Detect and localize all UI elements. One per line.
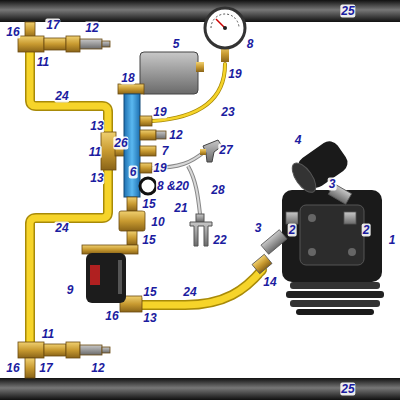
- callout-number: 7: [161, 145, 170, 158]
- callout-number: 13: [142, 312, 157, 325]
- main-pipe: [0, 378, 400, 400]
- callout-number: 19: [227, 68, 242, 81]
- callout-number: 8: [246, 38, 255, 51]
- callout-number: 10: [150, 216, 165, 229]
- callout-number: 8 &20: [156, 180, 190, 193]
- callout-number: 11: [88, 146, 102, 159]
- callout-number: 2: [288, 224, 297, 237]
- pressure-gauge: [205, 8, 245, 62]
- callout-number: 12: [90, 362, 105, 375]
- callout-number: 25: [340, 5, 355, 18]
- callout-number: 27: [218, 144, 233, 157]
- grey-hose: [152, 152, 204, 214]
- callout-number: 15: [142, 286, 157, 299]
- callout-number: 4: [294, 134, 303, 147]
- callout-number: 16: [104, 310, 119, 323]
- callout-number: 19: [152, 106, 167, 119]
- callout-number: 3: [254, 222, 263, 235]
- air-filter: [86, 253, 126, 303]
- callout-number: 15: [141, 234, 156, 247]
- callout-number: 12: [84, 22, 99, 35]
- callout-number: 24: [182, 286, 197, 299]
- callout-number: 26: [113, 137, 128, 150]
- callout-number: 21: [173, 202, 188, 215]
- yellow-hose: [30, 52, 262, 342]
- top-drop-fittings: [18, 22, 110, 52]
- callout-number: 28: [210, 184, 225, 197]
- callout-number: 13: [89, 172, 104, 185]
- callout-number: 23: [220, 106, 235, 119]
- tire-chuck: [190, 214, 212, 246]
- callout-number: 12: [168, 129, 183, 142]
- callout-number: 9: [66, 284, 75, 297]
- callout-number: 15: [141, 198, 156, 211]
- callout-number: 1: [388, 234, 397, 247]
- callout-number: 13: [89, 120, 104, 133]
- callout-number: 2: [362, 224, 371, 237]
- callout-number: 19: [152, 162, 167, 175]
- callout-number: 18: [120, 72, 135, 85]
- callout-number: 11: [36, 56, 50, 69]
- bottom-drop-fittings: [18, 342, 110, 378]
- callout-number: 14: [262, 276, 277, 289]
- callout-number: 6: [129, 166, 138, 179]
- valve-and-filter: [82, 197, 145, 312]
- callout-number: 16: [5, 26, 20, 39]
- callout-number: 22: [212, 234, 227, 247]
- callout-number: 5: [172, 38, 181, 51]
- callout-number: 3: [328, 178, 337, 191]
- callout-number: 11: [41, 328, 55, 341]
- pressure-switch: [118, 52, 204, 94]
- callout-number: 17: [45, 19, 60, 32]
- callout-number: 16: [5, 362, 20, 375]
- callout-number: 17: [38, 362, 53, 375]
- compressor: [252, 137, 384, 315]
- callout-number: 24: [54, 90, 69, 103]
- callout-number: 24: [54, 222, 69, 235]
- callout-number: 25: [340, 383, 355, 396]
